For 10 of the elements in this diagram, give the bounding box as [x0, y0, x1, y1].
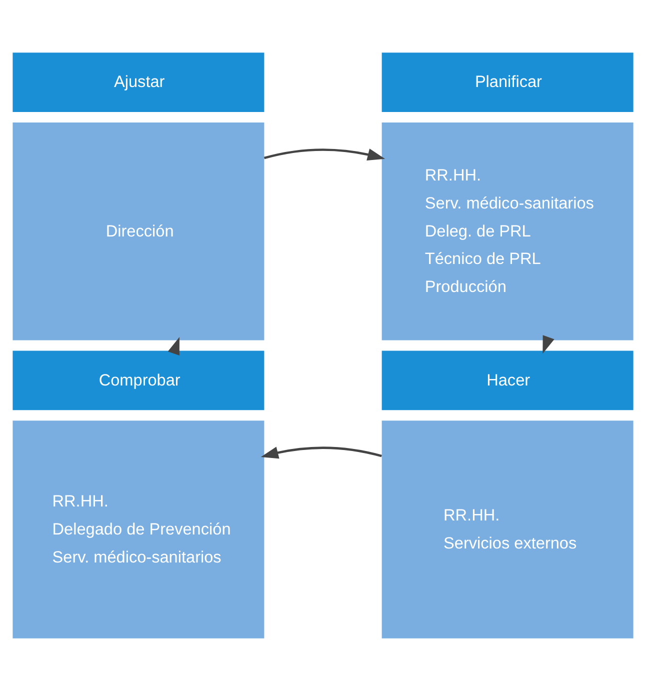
- node-box: RR.HH. Delegado de Prevención Serv. médico-sanitarios: [12, 420, 264, 638]
- node-box: Ajustar: [12, 52, 264, 112]
- arrow: [168, 337, 180, 356]
- node-box: Hacer: [382, 350, 634, 410]
- node-box: Dirección: [12, 122, 264, 340]
- node-box: RR.HH. Servicios externos: [382, 420, 634, 638]
- arrow: [260, 446, 382, 459]
- arrow: [264, 148, 386, 161]
- node-box: Planificar: [382, 52, 634, 112]
- arrow: [542, 335, 554, 354]
